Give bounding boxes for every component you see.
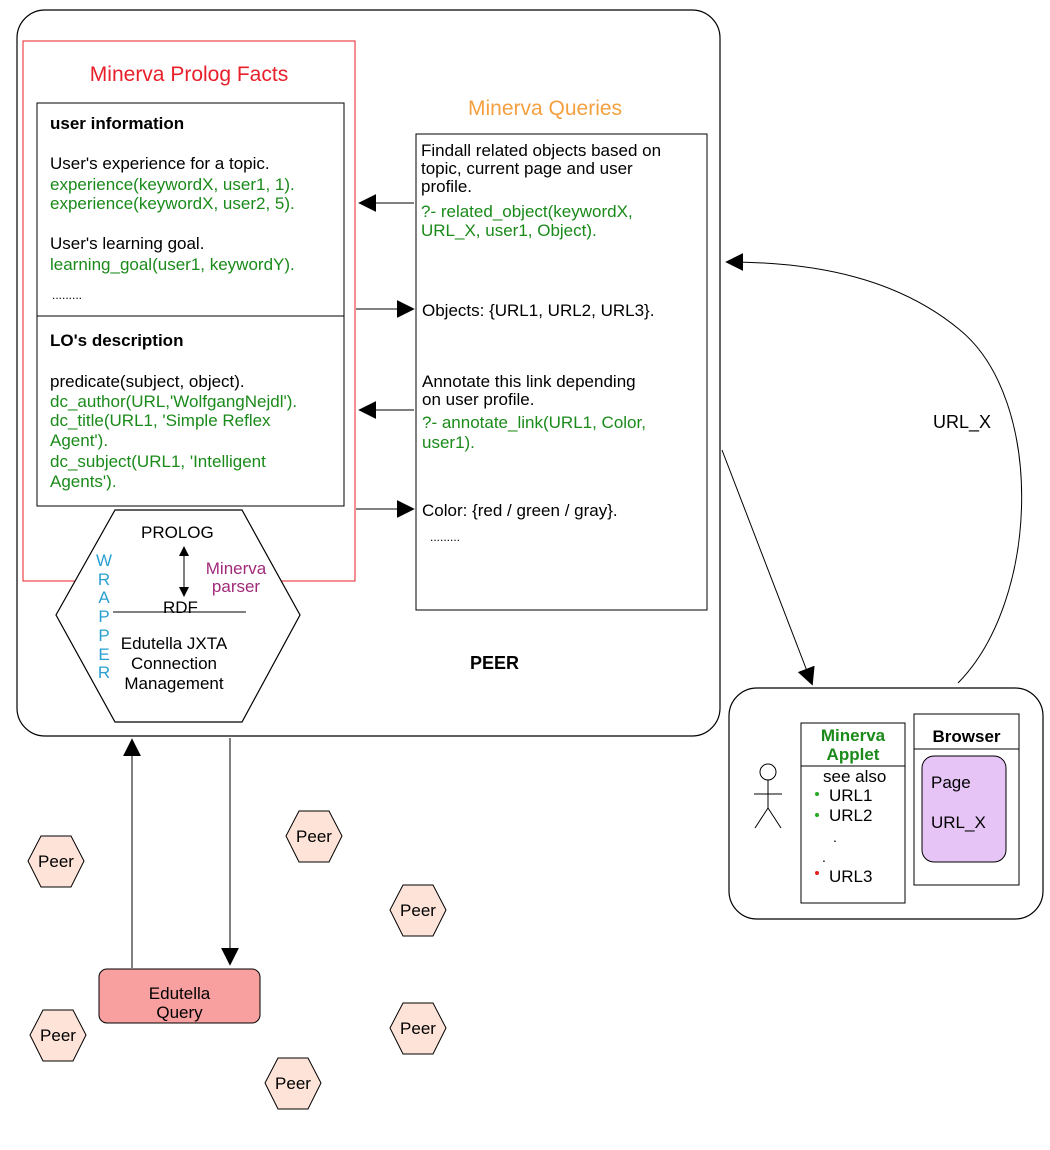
query1-line-1: Findall related objects based on — [421, 141, 662, 160]
bullet-url2 — [815, 813, 819, 817]
learning-goal-label: User's learning goal. — [50, 234, 205, 253]
user-stick-figure-icon — [754, 763, 782, 829]
arrow-peer-to-client — [721, 449, 815, 686]
arrow-client-to-peer — [725, 253, 1023, 684]
experience-label: User's experience for a topic. — [50, 154, 270, 173]
query1-code-line-2: URL_X, user1, Object). — [421, 221, 597, 240]
query1-description: Findall related objects based on topic, … — [421, 142, 661, 196]
lo-dc-subject-line2: Agents'). — [50, 472, 117, 491]
peer-hex-4 — [29, 1009, 87, 1062]
queries-box — [415, 133, 708, 611]
edutella-query-line-1: Edutella — [148, 984, 211, 1003]
wrapper-letter-5: P — [98, 625, 110, 645]
applet-title-line-1: Minerva — [820, 726, 886, 745]
experience-fact-2: experience(keywordX, user2, 5). — [50, 194, 295, 213]
wrapper-letter-2: R — [97, 569, 111, 589]
color-result: Color: {red / green / gray}. — [422, 501, 618, 520]
lo-box — [36, 315, 345, 507]
learning-goal-fact: learning_goal(user1, keywordY). — [50, 255, 295, 274]
wrapper-letter-1: W — [95, 551, 113, 570]
lo-dc-subject-line1: dc_subject(URL1, 'Intelligent — [50, 452, 266, 471]
objects-result: Objects: {URL1, URL2, URL3}. — [422, 301, 655, 320]
query1-line-2: topic, current page and user — [421, 159, 633, 178]
parser-line-2: parser — [211, 577, 261, 596]
browser-title: Browser — [932, 727, 1001, 746]
rdf-label: RDF — [163, 598, 198, 617]
peer-hex-1 — [27, 835, 85, 888]
peer-hex-5 — [389, 1002, 447, 1055]
applet-dot-1: . — [833, 829, 837, 845]
lo-predicate: predicate(subject, object). — [50, 372, 245, 391]
query1-code: ?- related_object(keywordX, URL_X, user1… — [421, 202, 633, 240]
url-x-edge-label: URL_X — [933, 412, 992, 432]
applet-dot-2: . — [822, 849, 826, 865]
applet-title: Minerva Applet — [801, 726, 905, 764]
peer-container — [16, 9, 721, 737]
user-info-heading: user information — [50, 114, 185, 133]
edutella-query-line-2: Query — [156, 1003, 203, 1022]
peer-hexagons — [27, 810, 447, 1110]
connection-line-1: Edutella JXTA — [120, 634, 228, 653]
wrapper-letter-4: P — [98, 607, 110, 627]
applet-link-url3[interactable]: URL3 — [829, 867, 873, 886]
hexagon-shape — [55, 509, 301, 723]
connection-management-label: Edutella JXTA Connection Management — [104, 634, 244, 694]
peer-node-label-4: Peer — [40, 1026, 76, 1045]
client-container — [728, 687, 1044, 920]
connection-line-3: Management — [124, 674, 224, 693]
peer-hex-6 — [264, 1057, 322, 1110]
browser-page-url: URL_X — [931, 813, 986, 832]
prolog-label: PROLOG — [141, 523, 214, 542]
lo-heading: LO's description — [50, 331, 184, 350]
query2-code-line-1: ?- annotate_link(URL1, Color, — [422, 413, 646, 432]
see-also-label: see also — [823, 767, 887, 786]
experience-fact-1: experience(keywordX, user1, 1). — [50, 175, 295, 194]
minerva-parser-label: Minerva parser — [196, 560, 276, 596]
peer-hex-2 — [285, 810, 343, 863]
wrapper-vertical-label: W R A P P E R — [95, 551, 113, 683]
query2-line-2: on user profile. — [422, 390, 535, 409]
parser-line-1: Minerva — [205, 559, 267, 578]
query2-description: Annotate this link depending on user pro… — [422, 373, 636, 409]
peer-label: PEER — [470, 653, 520, 673]
query2-code-line-2: user1). — [422, 433, 475, 452]
wrapper-letter-6: E — [98, 644, 110, 664]
page-box — [921, 755, 1007, 863]
peer-node-label-6: Peer — [275, 1074, 311, 1093]
bullet-url3 — [815, 871, 819, 875]
peer-hex-3 — [389, 884, 447, 937]
peer-node-label-5: Peer — [400, 1019, 436, 1038]
user-info-box — [36, 102, 345, 317]
peer-node-label-3: Peer — [400, 901, 436, 920]
peer-node-label-1: Peer — [38, 852, 74, 871]
peer-node-label-2: Peer — [296, 827, 332, 846]
query1-line-3: profile. — [421, 177, 473, 196]
query2-code: ?- annotate_link(URL1, Color, user1). — [422, 413, 646, 453]
queries-title: Minerva Queries — [468, 97, 623, 120]
bullet-url1 — [815, 792, 819, 796]
wrapper-letter-3: A — [98, 588, 110, 608]
lo-dc-title-line1: dc_title(URL1, 'Simple Reflex — [50, 411, 271, 430]
connection-line-2: Connection — [130, 654, 217, 673]
applet-link-url1[interactable]: URL1 — [829, 786, 873, 805]
edutella-query-box — [98, 968, 261, 1024]
applet-title-line-2: Applet — [826, 745, 880, 764]
query1-code-line-1: ?- related_object(keywordX, — [421, 202, 633, 221]
query2-line-1: Annotate this link depending — [422, 372, 636, 391]
lo-dc-author: dc_author(URL,'WolfgangNejdl'). — [50, 392, 298, 411]
queries-ellipsis: ......... — [430, 530, 461, 544]
lo-dc-title-line2: Agent'). — [50, 431, 109, 450]
wrapper-letter-7: R — [97, 663, 111, 683]
user-info-ellipsis: ......... — [52, 288, 83, 302]
browser-page-label: Page — [931, 773, 971, 792]
applet-link-url2[interactable]: URL2 — [829, 806, 873, 825]
facts-title: Minerva Prolog Facts — [89, 63, 289, 86]
edutella-query-label: Edutella Query — [99, 984, 260, 1022]
